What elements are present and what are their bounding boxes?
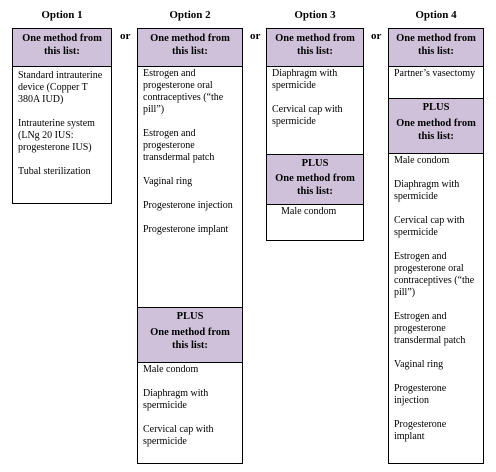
list-item: Cervical cap with spermicide xyxy=(272,104,343,127)
list-item: Progesterone implant xyxy=(394,419,447,442)
option-4-title: Option 4 xyxy=(415,9,457,21)
list-item: Intrauterine system (LNg 20 IUS: progest… xyxy=(18,118,95,153)
list-item: Progesterone implant xyxy=(143,224,229,235)
or-connector-3: or xyxy=(371,30,382,42)
list-item: Male condom xyxy=(394,155,450,166)
option-3-box: One method from this list: Diaphragm wit… xyxy=(266,28,364,241)
list-item: Male condom xyxy=(143,364,199,375)
plus-list-header: One method from this list: xyxy=(275,173,355,197)
option-2-title: Option 2 xyxy=(169,9,211,21)
list-item: Estrogen and progesterone transdermal pa… xyxy=(394,311,466,346)
list-item: Diaphragm with spermicide xyxy=(272,68,338,91)
list-item: Male condom xyxy=(281,206,337,217)
or-connector-1: or xyxy=(120,30,131,42)
option-2-header: One method from this list: xyxy=(138,29,242,66)
option-3-title: Option 3 xyxy=(294,9,336,21)
option-3-plus-header: PLUS One method from this list: xyxy=(267,154,363,204)
list-item: Estrogen and progesterone transdermal pa… xyxy=(143,128,215,163)
or-connector-2: or xyxy=(250,30,261,42)
option-2-plus-list: Male condom Diaphragm with spermicide Ce… xyxy=(138,362,242,448)
option-4-list: Partner’s vasectomy xyxy=(389,66,483,98)
option-3-plus-list: Male condom xyxy=(267,204,363,218)
list-item: Standard intrauterine device (Copper T 3… xyxy=(18,70,103,105)
plus-list-header: One method from this list: xyxy=(150,327,230,351)
option-1-list: Standard intrauterine device (Copper T 3… xyxy=(13,66,111,178)
list-item: Cervical cap with spermicide xyxy=(394,215,465,238)
option-4-box: One method from this list: Partner’s vas… xyxy=(388,28,484,464)
option-2-plus-header: PLUS One method from this list: xyxy=(138,307,242,362)
plus-label: PLUS xyxy=(422,102,450,113)
option-3-header: One method from this list: xyxy=(267,29,363,66)
list-item: Diaphragm with spermicide xyxy=(143,388,209,411)
option-3-list: Diaphragm with spermicide Cervical cap w… xyxy=(267,66,363,154)
list-item: Partner’s vasectomy xyxy=(394,68,476,79)
plus-label: PLUS xyxy=(301,158,329,169)
option-1-box: One method from this list: Standard intr… xyxy=(12,28,112,204)
option-1-header: One method from this list: xyxy=(13,29,111,66)
list-item: Diaphragm with spermicide xyxy=(394,179,460,202)
plus-list-header: One method from this list: xyxy=(396,118,476,142)
list-item: Progesterone injection xyxy=(143,200,233,211)
list-item: Tubal sterilization xyxy=(18,166,91,177)
list-item: Vaginal ring xyxy=(143,176,193,187)
option-4-plus-header: PLUS One method from this list: xyxy=(389,98,483,153)
list-item: Progesterone injection xyxy=(394,383,447,406)
list-item: Vaginal ring xyxy=(394,359,444,370)
option-2-box: One method from this list: Estrogen and … xyxy=(137,28,243,464)
option-4-plus-list: Male condom Diaphragm with spermicide Ce… xyxy=(389,153,483,443)
option-1-title: Option 1 xyxy=(41,9,83,21)
list-item: Cervical cap with spermicide xyxy=(143,424,214,447)
option-4-header: One method from this list: xyxy=(389,29,483,66)
list-item: Estrogen and progesterone oral contracep… xyxy=(143,68,224,115)
list-item: Estrogen and progesterone oral contracep… xyxy=(394,251,475,298)
option-2-list: Estrogen and progesterone oral contracep… xyxy=(138,66,242,307)
plus-label: PLUS xyxy=(176,311,204,322)
